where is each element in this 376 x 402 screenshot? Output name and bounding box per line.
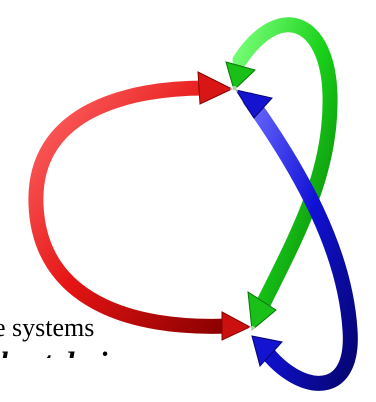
blue-arrow <box>234 89 358 391</box>
red-arrow <box>28 71 252 341</box>
bottom-junction <box>248 326 256 334</box>
green-arrow <box>225 17 338 331</box>
caption-line-1: e systems <box>0 313 95 342</box>
caption-line-2: bust design: <box>0 346 150 379</box>
top-junction <box>230 86 238 94</box>
